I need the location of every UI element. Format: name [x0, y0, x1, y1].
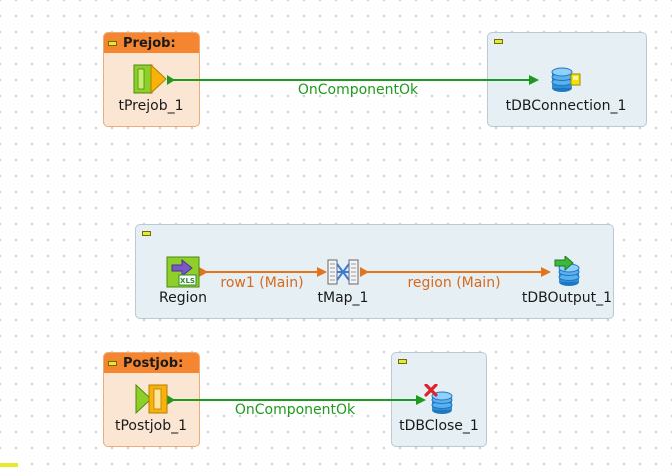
- link-label-postjob-to-close[interactable]: OnComponentOk: [234, 402, 356, 418]
- link-prejob-to-connection[interactable]: [167, 75, 539, 85]
- link-postjob-to-close[interactable]: [167, 395, 426, 405]
- collapse-toggle-icon[interactable]: [108, 360, 117, 366]
- component-label-tpostjob[interactable]: tPostjob_1: [114, 418, 188, 434]
- link-label-tmap-to-output[interactable]: region (Main): [407, 275, 501, 291]
- component-label-tdboutput[interactable]: tDBOutput_1: [521, 290, 613, 306]
- subjob-prejob-title: Prejob:: [123, 35, 176, 51]
- canvas-corner-marker: [0, 463, 18, 467]
- subjob-prejob-header[interactable]: Prejob:: [104, 33, 199, 53]
- subjob-postjob-title: Postjob:: [123, 355, 184, 371]
- link-label-region-to-tmap[interactable]: row1 (Main): [220, 275, 304, 291]
- postjob-icon[interactable]: [135, 383, 169, 416]
- db-output-icon[interactable]: [553, 254, 587, 288]
- svg-text:XLS: XLS: [180, 277, 195, 285]
- db-close-icon[interactable]: [424, 383, 458, 416]
- component-label-tmap[interactable]: tMap_1: [317, 290, 369, 306]
- subjob-postjob-header[interactable]: Postjob:: [104, 353, 199, 373]
- tmap-icon[interactable]: [326, 256, 360, 288]
- link-label-prejob-to-connection[interactable]: OnComponentOk: [297, 82, 419, 98]
- collapse-toggle-icon[interactable]: [494, 39, 503, 44]
- component-label-region[interactable]: Region: [159, 290, 207, 306]
- link-region-to-tmap[interactable]: [199, 267, 327, 277]
- collapse-toggle-icon[interactable]: [398, 359, 407, 364]
- component-label-tdbclose[interactable]: tDBClose_1: [399, 418, 479, 434]
- prejob-icon[interactable]: [133, 63, 167, 96]
- db-connection-icon[interactable]: [549, 64, 583, 96]
- component-label-tdbconnection[interactable]: tDBConnection_1: [505, 98, 627, 114]
- component-label-tprejob[interactable]: tPrejob_1: [118, 98, 184, 114]
- excel-input-icon[interactable]: XLS: [166, 256, 200, 288]
- link-tmap-to-output[interactable]: [360, 267, 551, 277]
- collapse-toggle-icon[interactable]: [142, 231, 151, 236]
- collapse-toggle-icon[interactable]: [108, 40, 117, 46]
